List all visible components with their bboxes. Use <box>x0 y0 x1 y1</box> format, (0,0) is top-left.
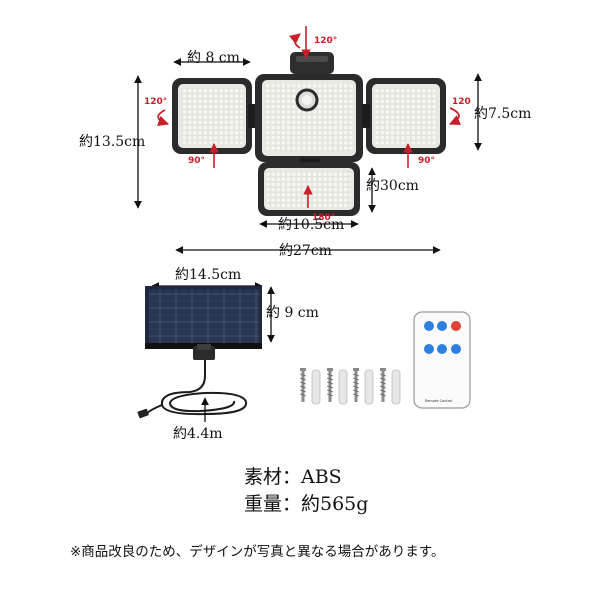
solar-width-label: 約14.5cm <box>175 267 242 283</box>
left-led-panel <box>172 78 256 154</box>
right-led-panel <box>362 78 446 154</box>
screw-icon <box>352 368 360 402</box>
anchor-icon <box>364 369 374 405</box>
bottom-panel-width-label: 約10.5cm <box>278 217 345 233</box>
remote-power-off-icon <box>451 321 461 331</box>
light-fixture: 120° 120° 90° 120 90° 180° <box>144 26 471 223</box>
screw-icon <box>326 368 334 402</box>
mount-bracket <box>290 52 334 74</box>
total-width-label: 約27cm <box>279 243 332 259</box>
remote-wifi-icon <box>437 321 447 331</box>
remote-power-on-icon <box>424 321 434 331</box>
arm-length-label: 約30cm <box>366 178 419 194</box>
weight-spec: 重量：約565g <box>244 493 369 515</box>
screws-and-anchors <box>299 368 401 405</box>
center-led-panel <box>255 74 363 162</box>
dimension-lines <box>134 58 482 254</box>
power-cable <box>160 360 248 416</box>
remote-mode-icon <box>424 344 434 354</box>
remote-mode-icon <box>437 344 447 354</box>
solar-height-label: 約 9 cm <box>266 305 319 321</box>
panel-height-label: 約7.5cm <box>474 106 532 122</box>
anchor-icon <box>338 369 348 405</box>
angle-bottom-label: 180° <box>312 213 335 223</box>
panel-width-label: 約 8 cm <box>187 50 240 66</box>
angle-top-label: 120° <box>314 36 337 46</box>
angle-right-tilt-label: 90° <box>418 156 435 166</box>
anchor-icon <box>311 369 321 405</box>
design-change-notice: ※商品改良のため、デザインが写真と異なる場合があります。 <box>70 544 445 560</box>
angle-left-tilt-label: 90° <box>188 156 205 166</box>
bottom-led-panel <box>258 158 360 216</box>
remote-mode-icon <box>451 344 461 354</box>
total-height-label: 約13.5cm <box>79 134 146 150</box>
screw-icon <box>379 368 387 402</box>
cable-plug <box>137 408 149 419</box>
screw-icon <box>299 368 307 402</box>
remote-label: Remote Control <box>425 399 452 403</box>
anchor-icon <box>391 369 401 405</box>
angle-left-rotation-label: 120° <box>144 97 167 107</box>
material-spec: 素材：ABS <box>244 466 342 488</box>
remote-control: Remote Control <box>413 311 471 409</box>
cable-length-label: 約4.4m <box>173 426 223 442</box>
solar-panel <box>137 282 275 422</box>
angle-right-rotation-label: 120 <box>452 97 471 107</box>
